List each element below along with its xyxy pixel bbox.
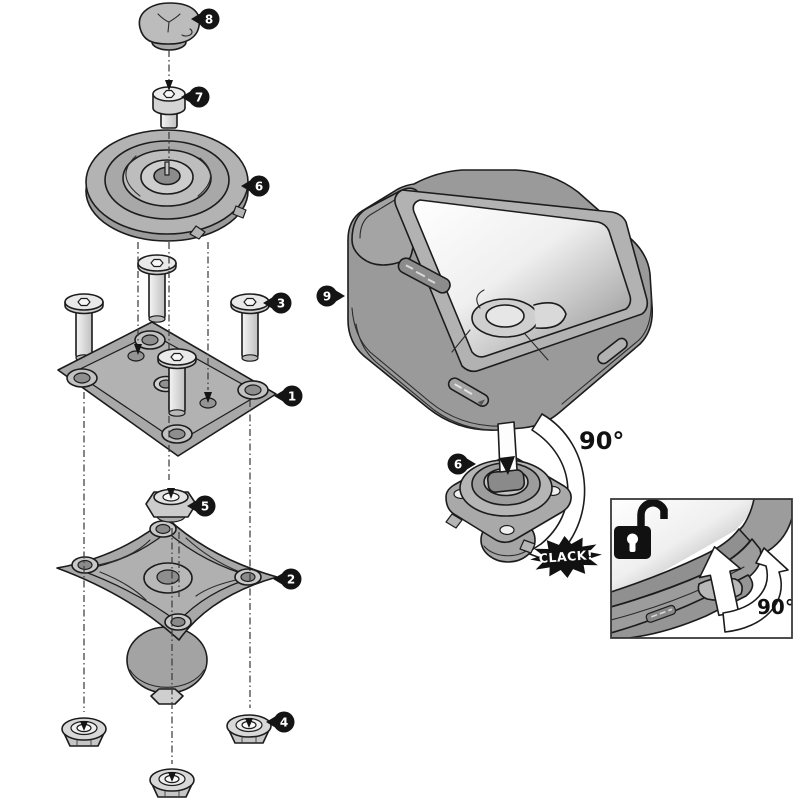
inset-screen [611, 499, 762, 592]
callout-number: 6 [454, 458, 462, 472]
clack-burst: CLACK! [530, 536, 602, 578]
callout-number: 8 [205, 13, 213, 27]
callout-badge-5: 5 [187, 495, 216, 517]
callout-badge-4: 4 [266, 711, 295, 733]
callout-tail [273, 573, 283, 585]
callout-badge-6b: 6 [447, 453, 476, 475]
arrowhead [165, 80, 173, 91]
rotation-label-inset: 90° [757, 595, 795, 619]
inset-detail-box: 90° [610, 498, 795, 639]
inset-rotate-arrow-icon [722, 547, 789, 633]
callout-tail [181, 91, 191, 103]
part-9-phone-case [347, 169, 654, 431]
callout-badge-9: 9 [316, 285, 345, 307]
callout-tail [263, 297, 273, 309]
arrowhead [134, 344, 142, 355]
clack-label: CLACK! [538, 547, 593, 566]
inset-port-detail [645, 604, 677, 623]
callout-tail [191, 13, 201, 25]
inset-border [610, 498, 793, 639]
callout-number: 2 [287, 573, 295, 587]
case-clamp-detail [451, 289, 567, 361]
callout-tail [466, 458, 476, 470]
arrowhead [499, 456, 515, 475]
case-brand-tab [397, 257, 451, 294]
callout-tail [187, 500, 197, 512]
callout-number: 1 [288, 390, 296, 404]
assembled-mount [445, 421, 572, 563]
rotation-label-main: 90° [579, 427, 624, 455]
callout-badge-7: 7 [181, 86, 210, 108]
callout-circle [270, 292, 292, 314]
case-bottom-label [447, 377, 490, 407]
callout-tail [266, 716, 276, 728]
arrowhead [167, 488, 175, 499]
part-6-mount-disc [85, 129, 249, 242]
part-2-ball-plate [56, 517, 278, 705]
callout-badge-6: 6 [241, 175, 270, 197]
unlock-icon [614, 499, 668, 559]
callout-badge-8: 8 [191, 8, 220, 30]
callout-badge-3: 3 [263, 292, 292, 314]
callout-tail [241, 180, 251, 192]
callout-number: 9 [323, 290, 331, 304]
callout-number: 7 [195, 91, 203, 105]
callout-circle [248, 175, 270, 197]
case-screen-window [412, 199, 632, 358]
callout-tail [335, 290, 345, 302]
callout-badge-2: 2 [273, 568, 302, 590]
part-8-cover [138, 2, 201, 51]
callout-circle [273, 711, 295, 733]
part-7-screw [152, 86, 186, 129]
callout-circle [188, 86, 210, 108]
callout-number: 5 [201, 500, 209, 514]
callout-circle [281, 385, 303, 407]
callout-tail [274, 390, 284, 402]
callout-badge-1: 1 [274, 385, 303, 407]
arrowhead [204, 392, 212, 403]
case-latch-tab [597, 337, 628, 365]
callout-circle [194, 495, 216, 517]
callout-circle [198, 8, 220, 30]
callout-number: 4 [280, 716, 288, 730]
callout-circle [280, 568, 302, 590]
part-4-flange-nuts [61, 714, 272, 798]
guide-lines [83, 50, 251, 764]
callout-number: 6 [255, 180, 263, 194]
callout-circle [316, 285, 338, 307]
callout-circle [447, 453, 469, 475]
callout-number: 3 [277, 297, 285, 311]
part-1-adapter-plate [57, 321, 277, 457]
